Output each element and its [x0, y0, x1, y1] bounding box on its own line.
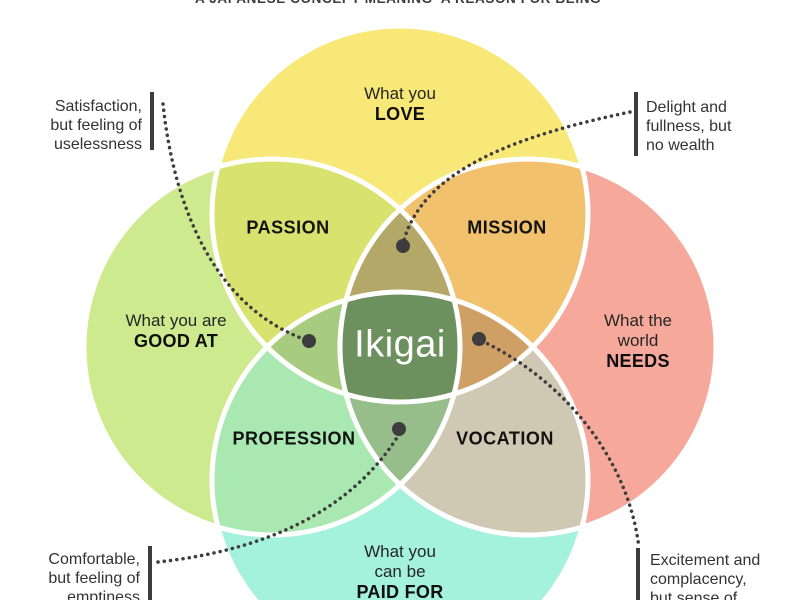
satisfaction-line3: uselessness [53, 136, 142, 153]
comfortable-callout-line [156, 434, 400, 564]
excitement-callout-bar [636, 548, 640, 600]
delight-callout-dot [396, 239, 410, 253]
satisfaction-line2: but feeling of [50, 117, 142, 134]
profession-label: PROFESSION [232, 428, 356, 449]
ikigai-label: Ikigai [354, 323, 446, 366]
satisfaction-callout-line [161, 102, 303, 340]
comfortable-callout-text: Comfortable, but feeling of emptiness [48, 550, 140, 600]
love-label: What you LOVE [364, 84, 436, 124]
delight-line3: no wealth [646, 137, 715, 154]
excitement-line1: Excitement and [650, 552, 761, 569]
good-at-label-line1: What you are [125, 311, 227, 330]
mission-label: MISSION [467, 217, 547, 238]
love-label-line1: What you [364, 84, 436, 103]
needs-label: What the world NEEDS [604, 311, 672, 371]
satisfaction-callout-text: Satisfaction, but feeling of uselessness [50, 97, 142, 154]
good-at-label: What you are GOOD AT [125, 311, 226, 351]
excitement-line2: complacency, [650, 571, 747, 588]
paid-for-label: What you can be PAID FOR [356, 542, 443, 600]
satisfaction-line1: Satisfaction, [54, 98, 142, 115]
comfortable-line2: but feeling of [48, 570, 140, 587]
vocation-label: VOCATION [456, 428, 554, 449]
love-circle-outline [209, 23, 591, 405]
delight-line1: Delight and [646, 99, 727, 116]
delight-callout-bar [634, 92, 638, 156]
delight-callout-text: Delight and fullness, but no wealth [646, 98, 731, 155]
comfortable-callout-dot [392, 422, 406, 436]
excitement-line3: but sense of [650, 590, 738, 600]
comfortable-callout-bar [148, 546, 152, 600]
satisfaction-callout-dot [302, 334, 316, 348]
needs-label-line3: NEEDS [606, 351, 670, 371]
paid-for-label-line1: What you [364, 542, 436, 561]
excitement-callout-dot [472, 332, 486, 346]
needs-label-line2: world [617, 331, 659, 350]
good-at-label-line2: GOOD AT [133, 331, 219, 351]
needs-label-line1: What the [603, 311, 673, 330]
excitement-callout-line [480, 339, 641, 550]
paid-for-label-line2: can be [374, 562, 426, 581]
love-goodat-needs-region [340, 159, 460, 402]
love-label-line2: LOVE [374, 104, 426, 124]
paid-for-circle-outline [209, 289, 591, 600]
delight-line2: fullness, but [646, 118, 732, 135]
comfortable-line3: emptiness [67, 589, 140, 600]
excitement-callout-text: Excitement and complacency, but sense of [650, 551, 760, 600]
passion-label: PASSION [246, 217, 330, 238]
diagram-subtitle: A JAPANESE CONCEPT MEANING 'A REASON FOR… [0, 0, 800, 6]
comfortable-line1: Comfortable, [48, 551, 140, 568]
good-at-circle-outline [81, 156, 463, 538]
satisfaction-callout-bar [150, 92, 154, 150]
paid-for-label-line3: PAID FOR [356, 582, 444, 600]
needs-circle-outline [337, 156, 719, 538]
